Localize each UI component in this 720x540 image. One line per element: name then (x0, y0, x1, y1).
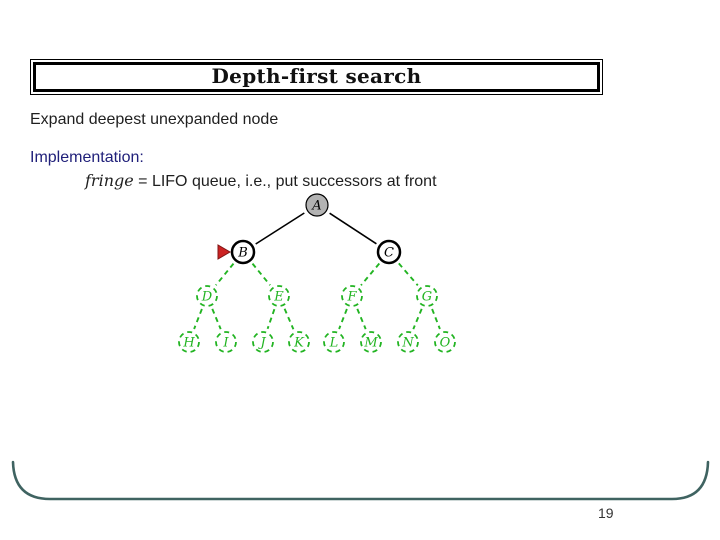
tree-edge-D-I (211, 308, 222, 330)
tree-edge-C-F (360, 262, 381, 286)
title-box: Depth-first search (30, 59, 603, 95)
tree-edge-D-H (193, 308, 203, 330)
tree-node-label-C: C (384, 246, 394, 261)
tree-edge-E-K (283, 308, 295, 330)
tree-edge-C-G (398, 262, 419, 287)
page-number: 19 (598, 505, 614, 521)
tree-node-circle-J (252, 331, 274, 353)
fringe-term: fringe (85, 171, 134, 190)
tree-edge-F-L (338, 308, 348, 330)
tree-edge-A-C (329, 212, 377, 245)
tree-node-circle-M (360, 331, 382, 353)
tree-node-circle-I (215, 331, 237, 353)
tree-node-label-I: I (222, 336, 229, 351)
tree-node-circle-C (376, 239, 402, 265)
fringe-rest: = LIFO queue, i.e., put successors at fr… (133, 173, 437, 190)
tree-node-circle-A (305, 193, 329, 217)
tree-node-circle-L (323, 331, 345, 353)
tree-node-circle-K (288, 331, 310, 353)
tree-node-circle-B (230, 239, 256, 265)
tree-edge-B-D (215, 262, 235, 286)
tree-node-label-M: M (363, 336, 378, 351)
fringe-line: fringe = LIFO queue, i.e., put successor… (85, 171, 437, 191)
tree-edge-E-J (266, 308, 276, 330)
tree-node-label-J: J (257, 336, 266, 351)
title-box-inner-frame: Depth-first search (33, 62, 600, 92)
tree-edge-G-N (412, 308, 423, 330)
tree-node-label-L: L (329, 336, 339, 351)
tree-node-label-H: H (182, 336, 195, 351)
tree-edge-B-E (251, 262, 271, 286)
tree-node-label-F: F (346, 290, 357, 305)
implementation-label: Implementation: (30, 149, 144, 166)
page-title: Depth-first search (211, 64, 422, 88)
tree-node-label-E: E (273, 290, 284, 305)
slide-footer-curve (11, 460, 710, 501)
tree-node-label-N: N (401, 336, 414, 351)
tree-layer: A B C D E F G H I J K L M N O (178, 193, 456, 353)
tree-node-circle-O (434, 331, 456, 353)
tree-node-label-G: G (422, 290, 432, 305)
tree-node-label-O: O (440, 336, 451, 351)
tree-node-circle-H (178, 331, 200, 353)
tree-edge-G-O (431, 308, 441, 330)
tree-edge-A-B (255, 212, 305, 245)
tree-node-label-D: D (201, 290, 213, 305)
tree-node-circle-E (268, 285, 290, 307)
tree-node-circle-F (341, 285, 363, 307)
tree-node-circle-G (416, 285, 438, 307)
tree-node-circle-N (397, 331, 419, 353)
expand-line-text: Expand deepest unexpanded node (30, 111, 279, 128)
next-expand-marker-icon (217, 244, 231, 260)
tree-node-label-A: A (311, 199, 321, 214)
tree-edge-F-M (356, 308, 367, 330)
tree-node-circle-D (196, 285, 218, 307)
tree-node-label-B: B (237, 246, 248, 261)
tree-node-label-K: K (293, 336, 305, 351)
